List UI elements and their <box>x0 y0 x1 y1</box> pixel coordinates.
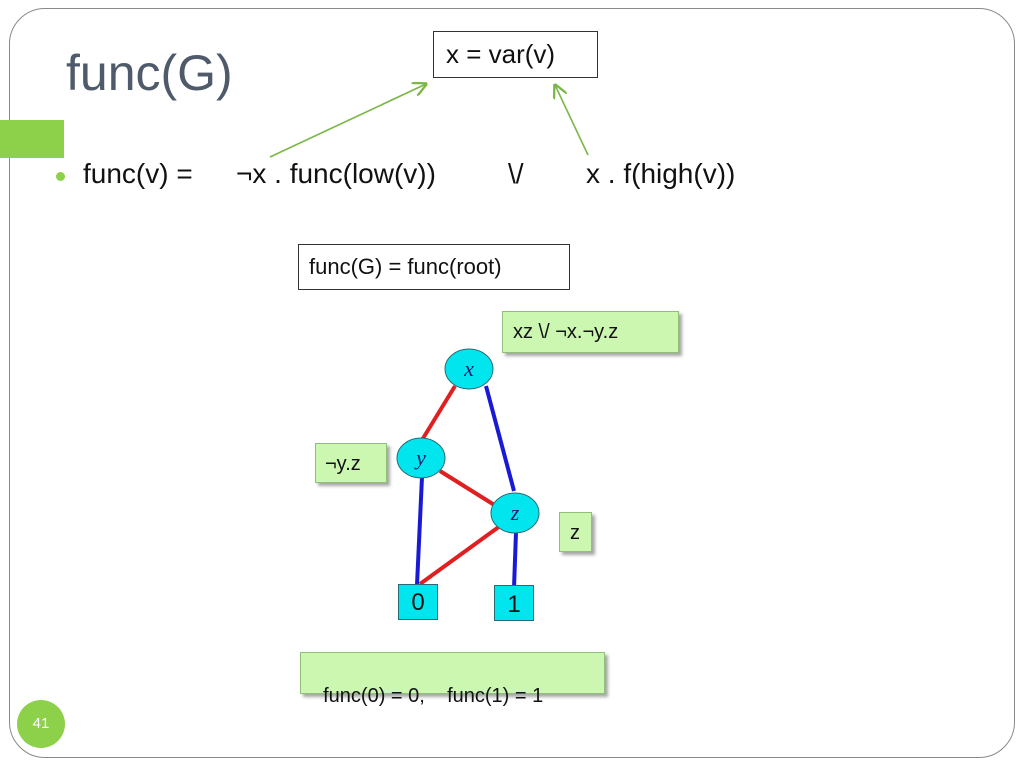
edge-z-t1 <box>512 531 518 589</box>
annotation-x-text: xz \/ ¬x.¬y.z <box>513 321 619 343</box>
edge-y-z <box>438 469 498 508</box>
edge-x-z <box>484 385 516 492</box>
root-box-text: func(G) = func(root) <box>309 254 502 279</box>
annotation-z: z <box>559 512 592 552</box>
root-box: func(G) = func(root) <box>298 244 570 290</box>
accent-bar <box>0 120 64 158</box>
annotation-y: ¬y.z <box>315 443 387 483</box>
terminal-1-label: 1 <box>507 591 521 618</box>
node-x: x <box>444 348 494 390</box>
edge-x-y <box>420 384 457 442</box>
arrow-low-to-var <box>269 84 426 158</box>
terminal-0-label: 0 <box>411 589 425 616</box>
edge-y-t0 <box>415 476 424 586</box>
var-box: x = var(v) <box>433 31 598 78</box>
node-y-label: y <box>414 445 426 470</box>
bullet-neg-low: ¬x . func(low(v)) <box>236 158 436 189</box>
slide-title: func(G) <box>66 45 233 101</box>
page-number: 41 <box>17 700 65 748</box>
var-box-text: x = var(v) <box>446 39 556 69</box>
terminal-1: 1 <box>494 585 534 621</box>
annotation-y-text: ¬y.z <box>325 453 361 475</box>
bullet-high: x . f(high(v)) <box>586 158 736 189</box>
terminal-values-box: func(0) = 0, func(1) = 1 <box>300 652 605 707</box>
annotation-z-text: z <box>570 522 580 544</box>
node-z-label: z <box>510 500 520 525</box>
arrow-high-to-var <box>555 85 589 156</box>
bullet-or-symbol: \/ <box>508 158 524 189</box>
slide-frame <box>9 8 1015 758</box>
terminal-0: 0 <box>398 584 438 620</box>
terminal-values-text: func(0) = 0, func(1) = 1 <box>323 685 544 707</box>
edge-z-t0 <box>418 524 502 586</box>
bullet-prefix: func(v) = <box>83 158 193 189</box>
node-z: z <box>490 492 540 534</box>
node-x-label: x <box>463 356 474 381</box>
annotation-x: xz \/ ¬x.¬y.z <box>502 311 679 353</box>
bullet-dot <box>56 172 65 181</box>
node-y: y <box>396 437 446 479</box>
